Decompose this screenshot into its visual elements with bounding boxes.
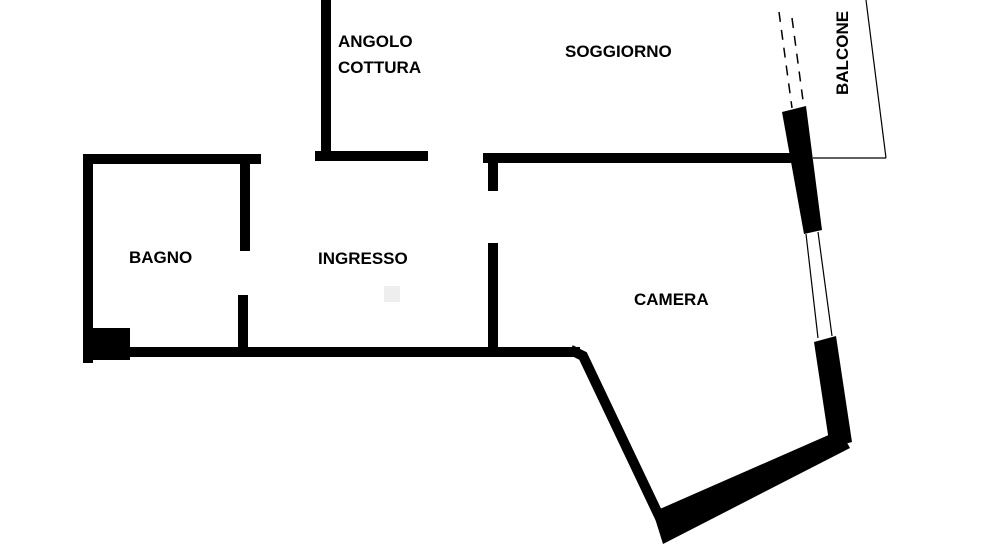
label-soggiorno: SOGGIORNO <box>565 42 672 61</box>
label-bagno: BAGNO <box>129 248 192 267</box>
balcony-door-dash-2 <box>791 17 805 109</box>
wall-bedroom-angled <box>568 345 667 525</box>
balcony-door-dash-1 <box>778 11 793 109</box>
label-balcone: BALCONE <box>833 11 852 95</box>
wall-bedroom-bottom <box>653 430 850 544</box>
label-angolo-line1: ANGOLO <box>338 32 413 51</box>
label-angolo-line2: COTTURA <box>338 58 421 77</box>
label-camera: CAMERA <box>634 290 709 309</box>
floor-marker <box>384 286 400 302</box>
balcony-outer-edge <box>865 0 887 159</box>
label-ingresso: INGRESSO <box>318 249 408 268</box>
window-line-inner <box>805 233 819 339</box>
wall-exterior-upper <box>782 106 822 234</box>
wall-exterior-lower <box>814 336 852 448</box>
window-line-outer <box>817 231 833 337</box>
